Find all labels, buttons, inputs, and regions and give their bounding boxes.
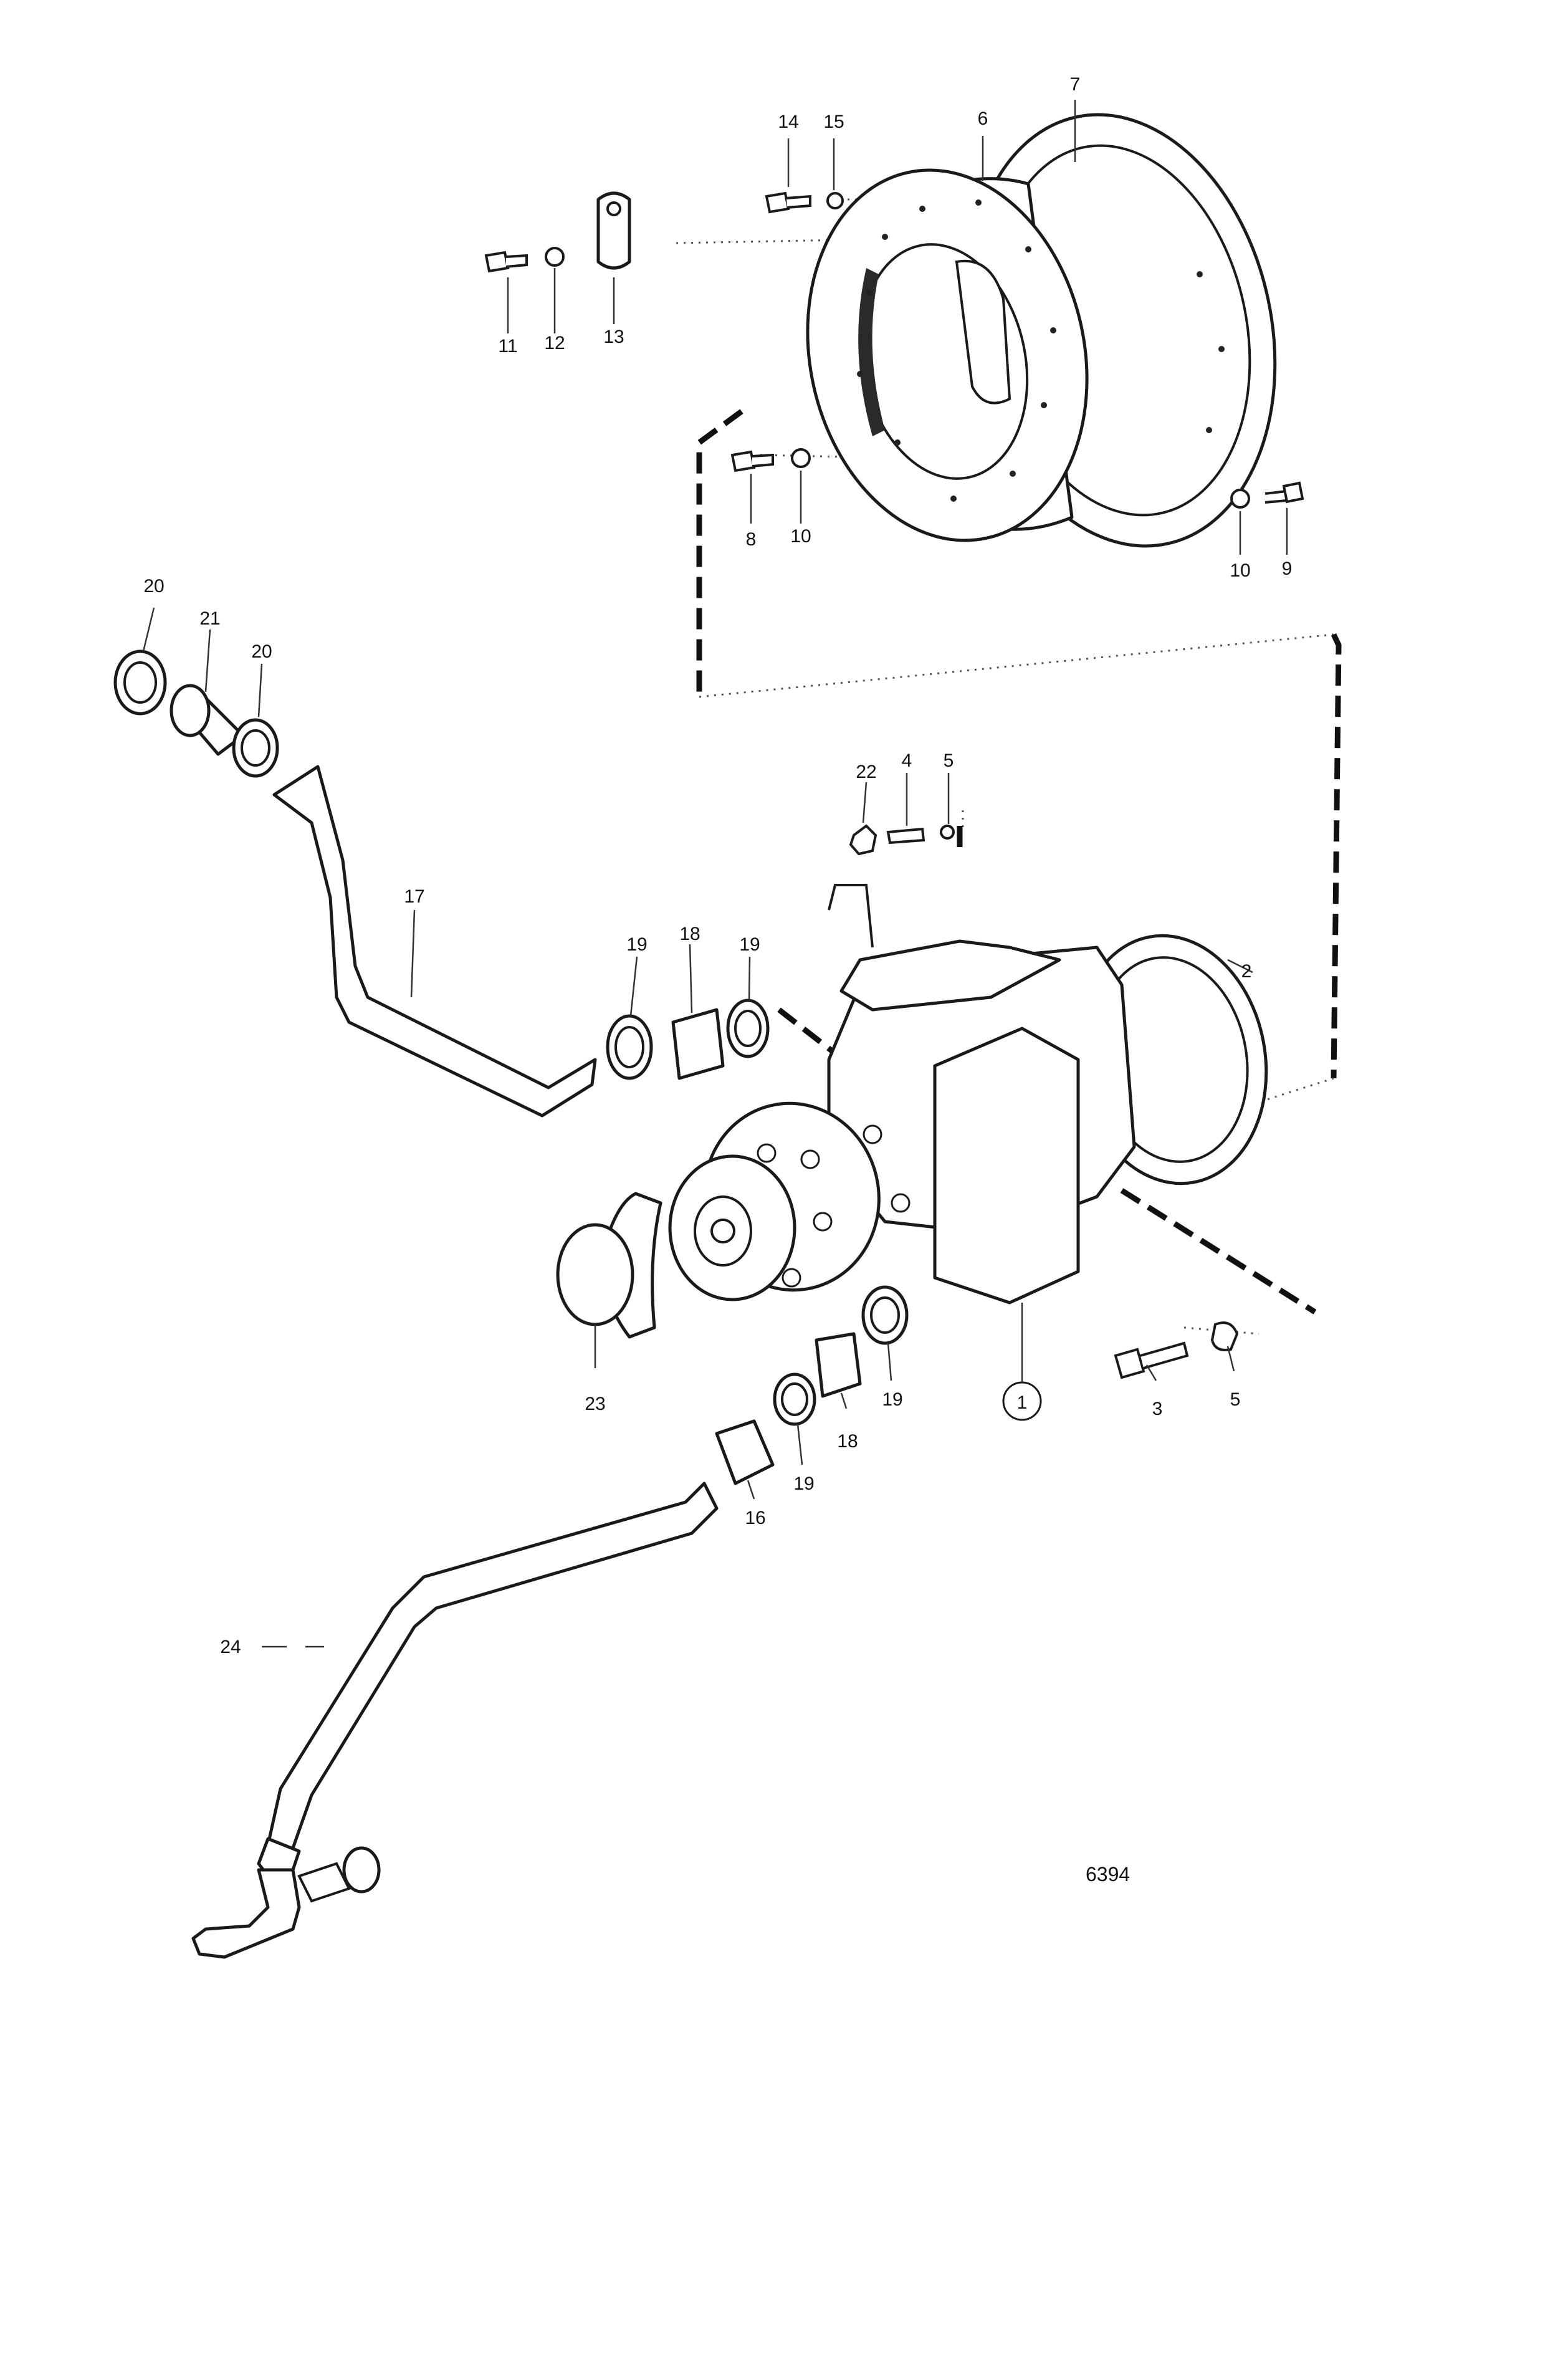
housing-bolt-holes — [857, 199, 1225, 502]
callout-19a: 19 — [626, 934, 647, 955]
hose-clamp-20a — [113, 649, 167, 716]
callout-12: 12 — [544, 333, 565, 353]
leader-lines — [142, 100, 1288, 1648]
gearbox-assembly — [668, 884, 1268, 1305]
main-part-circle — [1002, 1381, 1042, 1421]
callout-4: 4 — [902, 750, 912, 771]
callout-17: 17 — [404, 886, 424, 907]
callout-10a: 10 — [790, 526, 811, 547]
callout-20b: 20 — [251, 641, 272, 662]
callout-15: 15 — [823, 112, 844, 132]
callout-22: 22 — [856, 762, 876, 782]
callout-19d: 19 — [793, 1473, 814, 1494]
callout-21: 21 — [199, 608, 220, 629]
callout-8: 8 — [746, 529, 757, 550]
callout-7: 7 — [1070, 74, 1081, 95]
callout-14: 14 — [778, 112, 798, 132]
callout-1: 1 — [1017, 1392, 1028, 1413]
upper-connector-set — [606, 999, 770, 1080]
callout-13: 13 — [603, 327, 624, 347]
callout-20a: 20 — [143, 576, 164, 596]
fasteners — [484, 191, 1304, 1379]
coupling-flange — [668, 1101, 881, 1301]
callout-18a: 18 — [679, 924, 700, 944]
callout-16: 16 — [745, 1508, 765, 1528]
callout-2: 2 — [1241, 961, 1252, 982]
flywheel-housing — [806, 113, 1277, 548]
callout-9: 9 — [1282, 558, 1293, 579]
callout-10b: 10 — [1230, 560, 1250, 581]
hose-clamp-20b — [232, 718, 279, 778]
callout-5b: 5 — [1230, 1389, 1241, 1410]
hose-sleeve-21 — [170, 684, 245, 756]
figure-number: 6394 — [1086, 1863, 1130, 1885]
part-callouts: 14 15 6 7 11 12 13 8 10 10 9 20 21 20 22… — [143, 74, 1292, 1657]
callout-11: 11 — [498, 336, 517, 357]
callout-24: 24 — [220, 1637, 241, 1657]
callout-19c: 19 — [882, 1389, 902, 1410]
callout-5a: 5 — [944, 750, 954, 771]
callout-3: 3 — [1152, 1399, 1163, 1419]
callout-18b: 18 — [837, 1431, 858, 1452]
callout-23: 23 — [585, 1394, 605, 1414]
lower-water-hose — [191, 1482, 719, 1959]
lower-connector-set — [715, 1285, 909, 1485]
callout-19b: 19 — [739, 934, 760, 955]
coupling-sleeve — [556, 1192, 662, 1339]
flange-bolts — [757, 1124, 911, 1288]
upper-water-hose — [113, 649, 597, 1118]
callout-6: 6 — [978, 108, 988, 129]
